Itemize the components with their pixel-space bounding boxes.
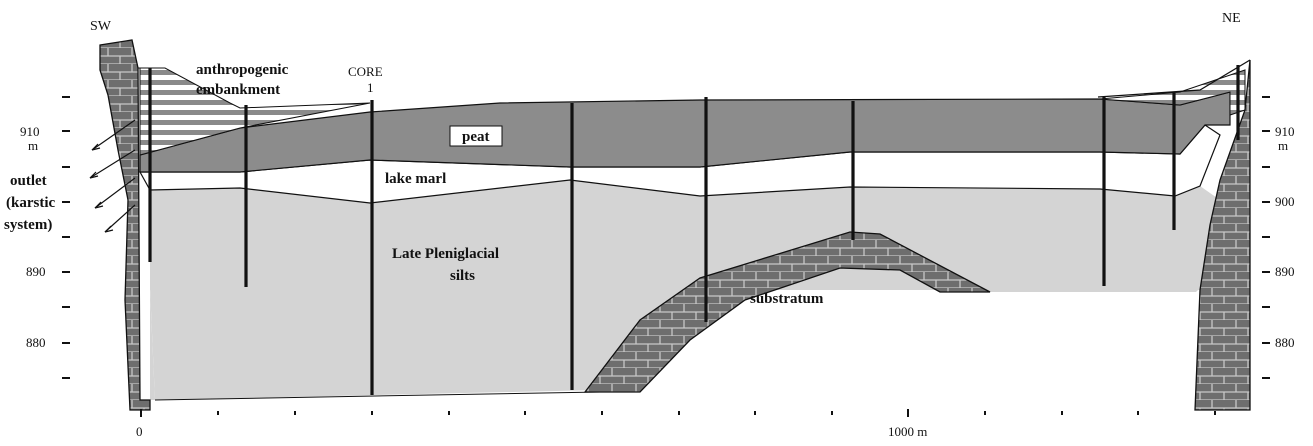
distance-ticks: [140, 409, 1216, 417]
embankment-left: [138, 67, 371, 156]
outlet-label-1: outlet: [10, 173, 47, 189]
outlet-label-2: (karstic: [6, 195, 55, 211]
embankment-label-1: anthropogenic: [196, 62, 289, 78]
silts-label-2: silts: [450, 268, 475, 284]
peat-label: peat: [462, 129, 490, 145]
ne-label: NE: [1222, 11, 1241, 26]
distance-start-label: 0: [136, 424, 143, 439]
right-tick-880: 880: [1275, 335, 1295, 350]
left-axis-ticks: [62, 96, 70, 379]
core-label-1: CORE: [348, 64, 383, 79]
left-tick-910: 910: [20, 124, 40, 139]
silts-lower: [150, 240, 1200, 400]
outlet-arrows: [89, 119, 136, 233]
sw-label: SW: [90, 19, 112, 34]
embankment-label-2: embankment: [196, 82, 280, 98]
distance-end-label: 1000 m: [888, 424, 927, 439]
borehole-lines: [148, 65, 1240, 395]
left-wall-rock: [99, 39, 151, 411]
silts-base-line: [154, 391, 601, 401]
left-tick-880: 880: [26, 335, 46, 350]
left-tick-890: 890: [26, 264, 46, 279]
peat-layer: [139, 91, 1231, 173]
substratum-rock: [583, 231, 991, 393]
core-label-2: 1: [367, 80, 374, 95]
right-axis-ticks: [1262, 96, 1270, 379]
peat-label-box: [449, 125, 503, 147]
right-tick-890: 890: [1275, 264, 1295, 279]
substratum-label: substratum: [750, 291, 824, 307]
outlet-label-3: system): [4, 217, 52, 233]
right-tick-910: 910: [1275, 124, 1295, 139]
silts-label-1: Late Pleniglacial: [392, 246, 499, 262]
surface-line-right: [1097, 59, 1251, 98]
left-axis-unit: m: [28, 138, 38, 153]
right-axis-unit: m: [1278, 138, 1288, 153]
lake-marl-label: lake marl: [385, 171, 446, 187]
right-tick-900: 900: [1275, 194, 1295, 209]
right-wall-rock: [1194, 59, 1251, 411]
